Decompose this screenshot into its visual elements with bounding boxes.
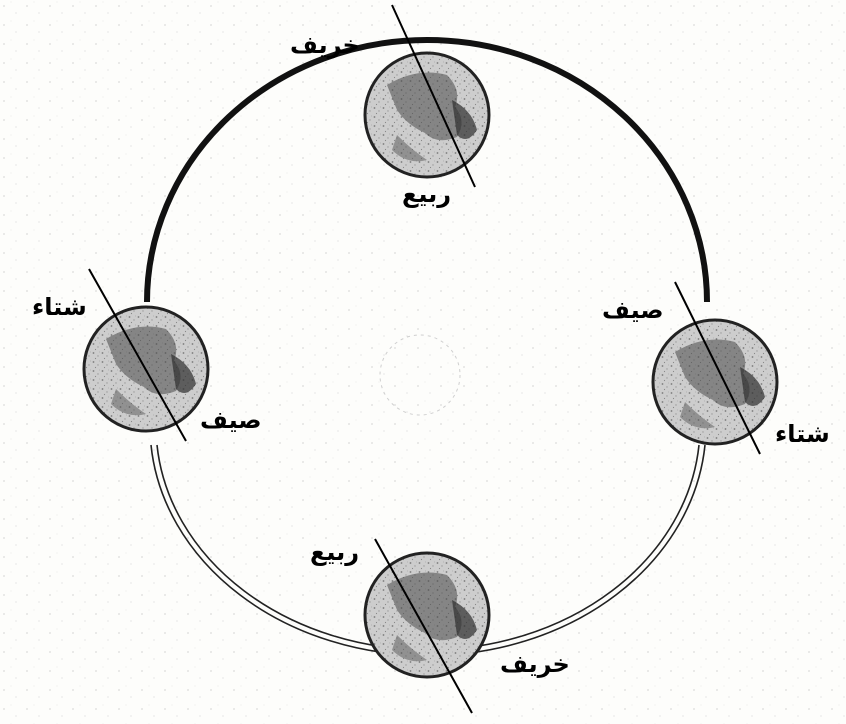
- label-top-upper: خريف: [290, 33, 360, 57]
- label-right-upper: صيف: [602, 298, 664, 322]
- label-bottom-lower: خريف: [500, 652, 570, 676]
- label-right-lower: شتاء: [775, 422, 830, 446]
- label-left-upper: شتاء: [32, 295, 87, 319]
- label-top-lower: ربيع: [402, 182, 451, 206]
- label-bottom-upper: ربيع: [310, 540, 359, 564]
- label-left-lower: صيف: [200, 408, 262, 432]
